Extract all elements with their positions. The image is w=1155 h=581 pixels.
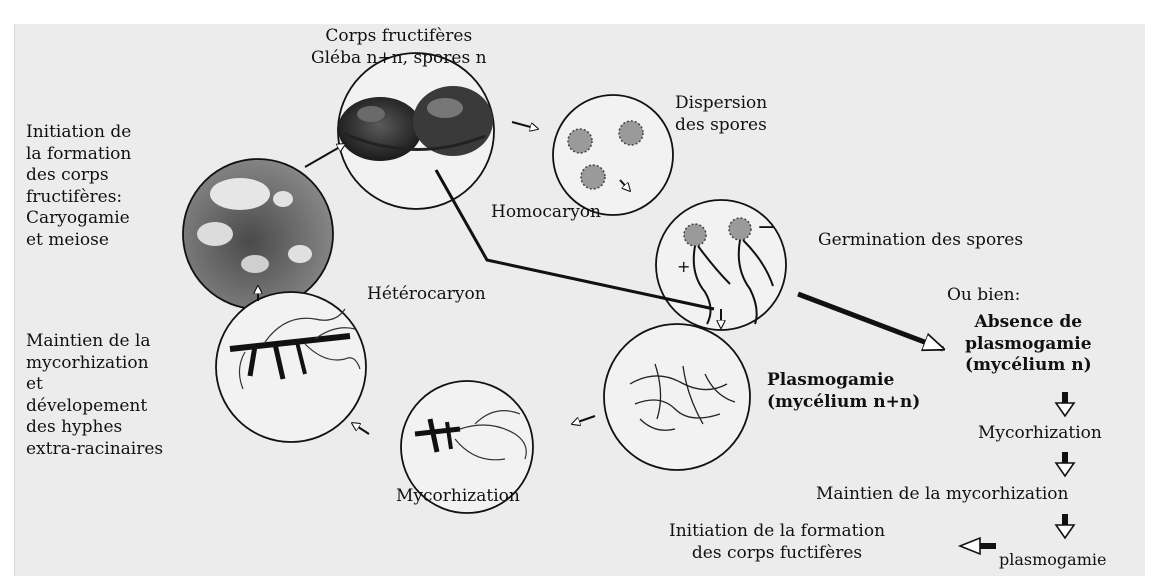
label-plasmogamie: Plasmogamie (mycélium n+n) [767, 370, 920, 413]
down-arrow-3 [1056, 514, 1074, 538]
down-arrow-2 [1056, 452, 1074, 476]
label-ou-bien: Ou bien: [947, 285, 1020, 307]
arrow-to-maintenance-circle [352, 423, 369, 434]
label-plasmogamie-small: plasmogamie [999, 550, 1106, 570]
arrow-to-absence [798, 294, 943, 349]
left-arrow-plasmogamie [960, 538, 996, 554]
label-heterocaryon: Hétérocaryon [367, 284, 486, 306]
arrow-to-fruiting-body [305, 144, 345, 167]
plasmogamy-circle [604, 324, 750, 470]
label-germination: Germination des spores [818, 230, 1023, 252]
arrow-to-dispersion [512, 122, 538, 129]
down-arrow-1 [1056, 392, 1074, 416]
label-maintien-left: Maintien de la mycorhization et dévelope… [26, 331, 163, 460]
spore-dispersion-circle [553, 95, 673, 215]
fruiting-body-circle [338, 53, 494, 209]
label-initiation: Initiation de la formation des corps fru… [26, 122, 131, 251]
label-mycorhization-bottom: Mycorhization [396, 486, 520, 508]
label-maintien-right: Maintien de la mycorhization [816, 484, 1068, 506]
spore-minus-sign: − [757, 215, 775, 240]
label-absence-plasmogamie: Absence de plasmogamie (mycélium n) [965, 312, 1092, 377]
spore-plus-sign: + [677, 257, 690, 276]
label-corps-fructiferes: Corps fructifères Gléba n+n, spores n [311, 26, 487, 69]
label-dispersion: Dispersion des spores [675, 93, 767, 136]
diagram-panel: − + [14, 24, 1145, 576]
label-mycorhization-right: Mycorhization [978, 423, 1102, 445]
label-homocaryon: Homocaryon [491, 202, 601, 224]
arrow-to-mycorrhization-circle [572, 416, 595, 424]
mycorrhiza-maintenance-circle [216, 292, 366, 442]
label-initiation-bottom: Initiation de la formation des corps fuc… [669, 521, 885, 564]
